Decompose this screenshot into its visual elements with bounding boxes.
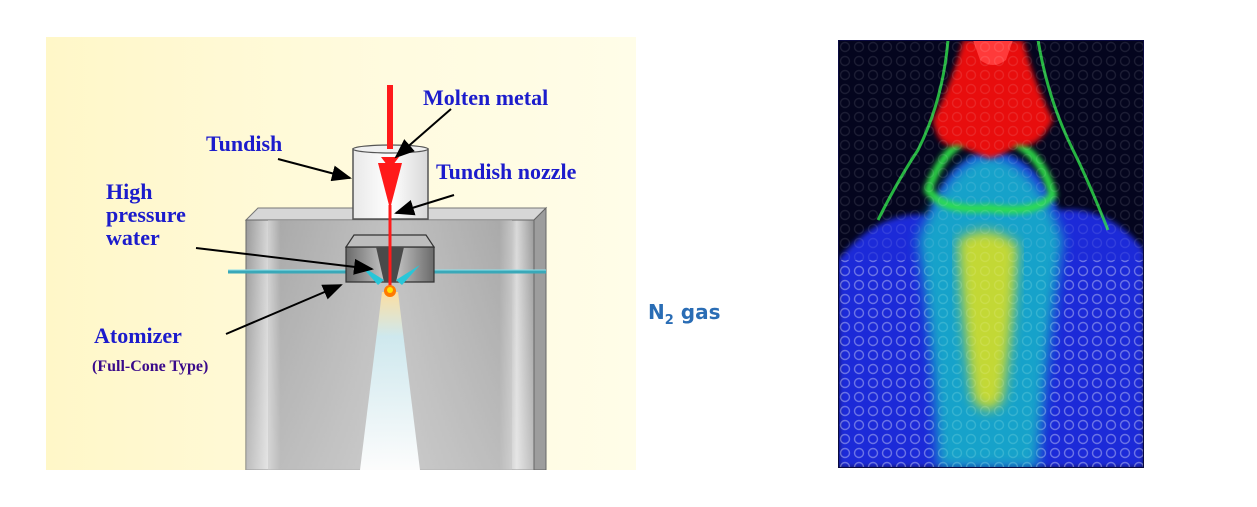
- simulation-visual: [838, 40, 1144, 468]
- atomizer-label: Atomizer: [94, 323, 182, 348]
- atomizer-type-label: (Full-Cone Type): [92, 358, 209, 375]
- tundish-label: Tundish: [206, 131, 283, 156]
- label-arrows: [195, 108, 455, 335]
- high-pressure-water-label-line2: pressure: [106, 202, 186, 227]
- n2-gas-label: N2 gas: [648, 300, 721, 328]
- atomizer-diagram: Molten metal Tundish Tundish nozzle High…: [46, 37, 636, 470]
- spray-cone: [360, 292, 420, 470]
- tundish-nozzle-label: Tundish nozzle: [436, 159, 577, 184]
- molten-metal-label: Molten metal: [423, 85, 549, 110]
- thermal-simulation-image: [838, 40, 1144, 468]
- high-pressure-water-label-line3: water: [106, 225, 160, 250]
- high-pressure-water-label-line1: High: [106, 179, 153, 204]
- atomizer-schematic: [195, 85, 548, 470]
- molten-metal-stream: [378, 85, 402, 297]
